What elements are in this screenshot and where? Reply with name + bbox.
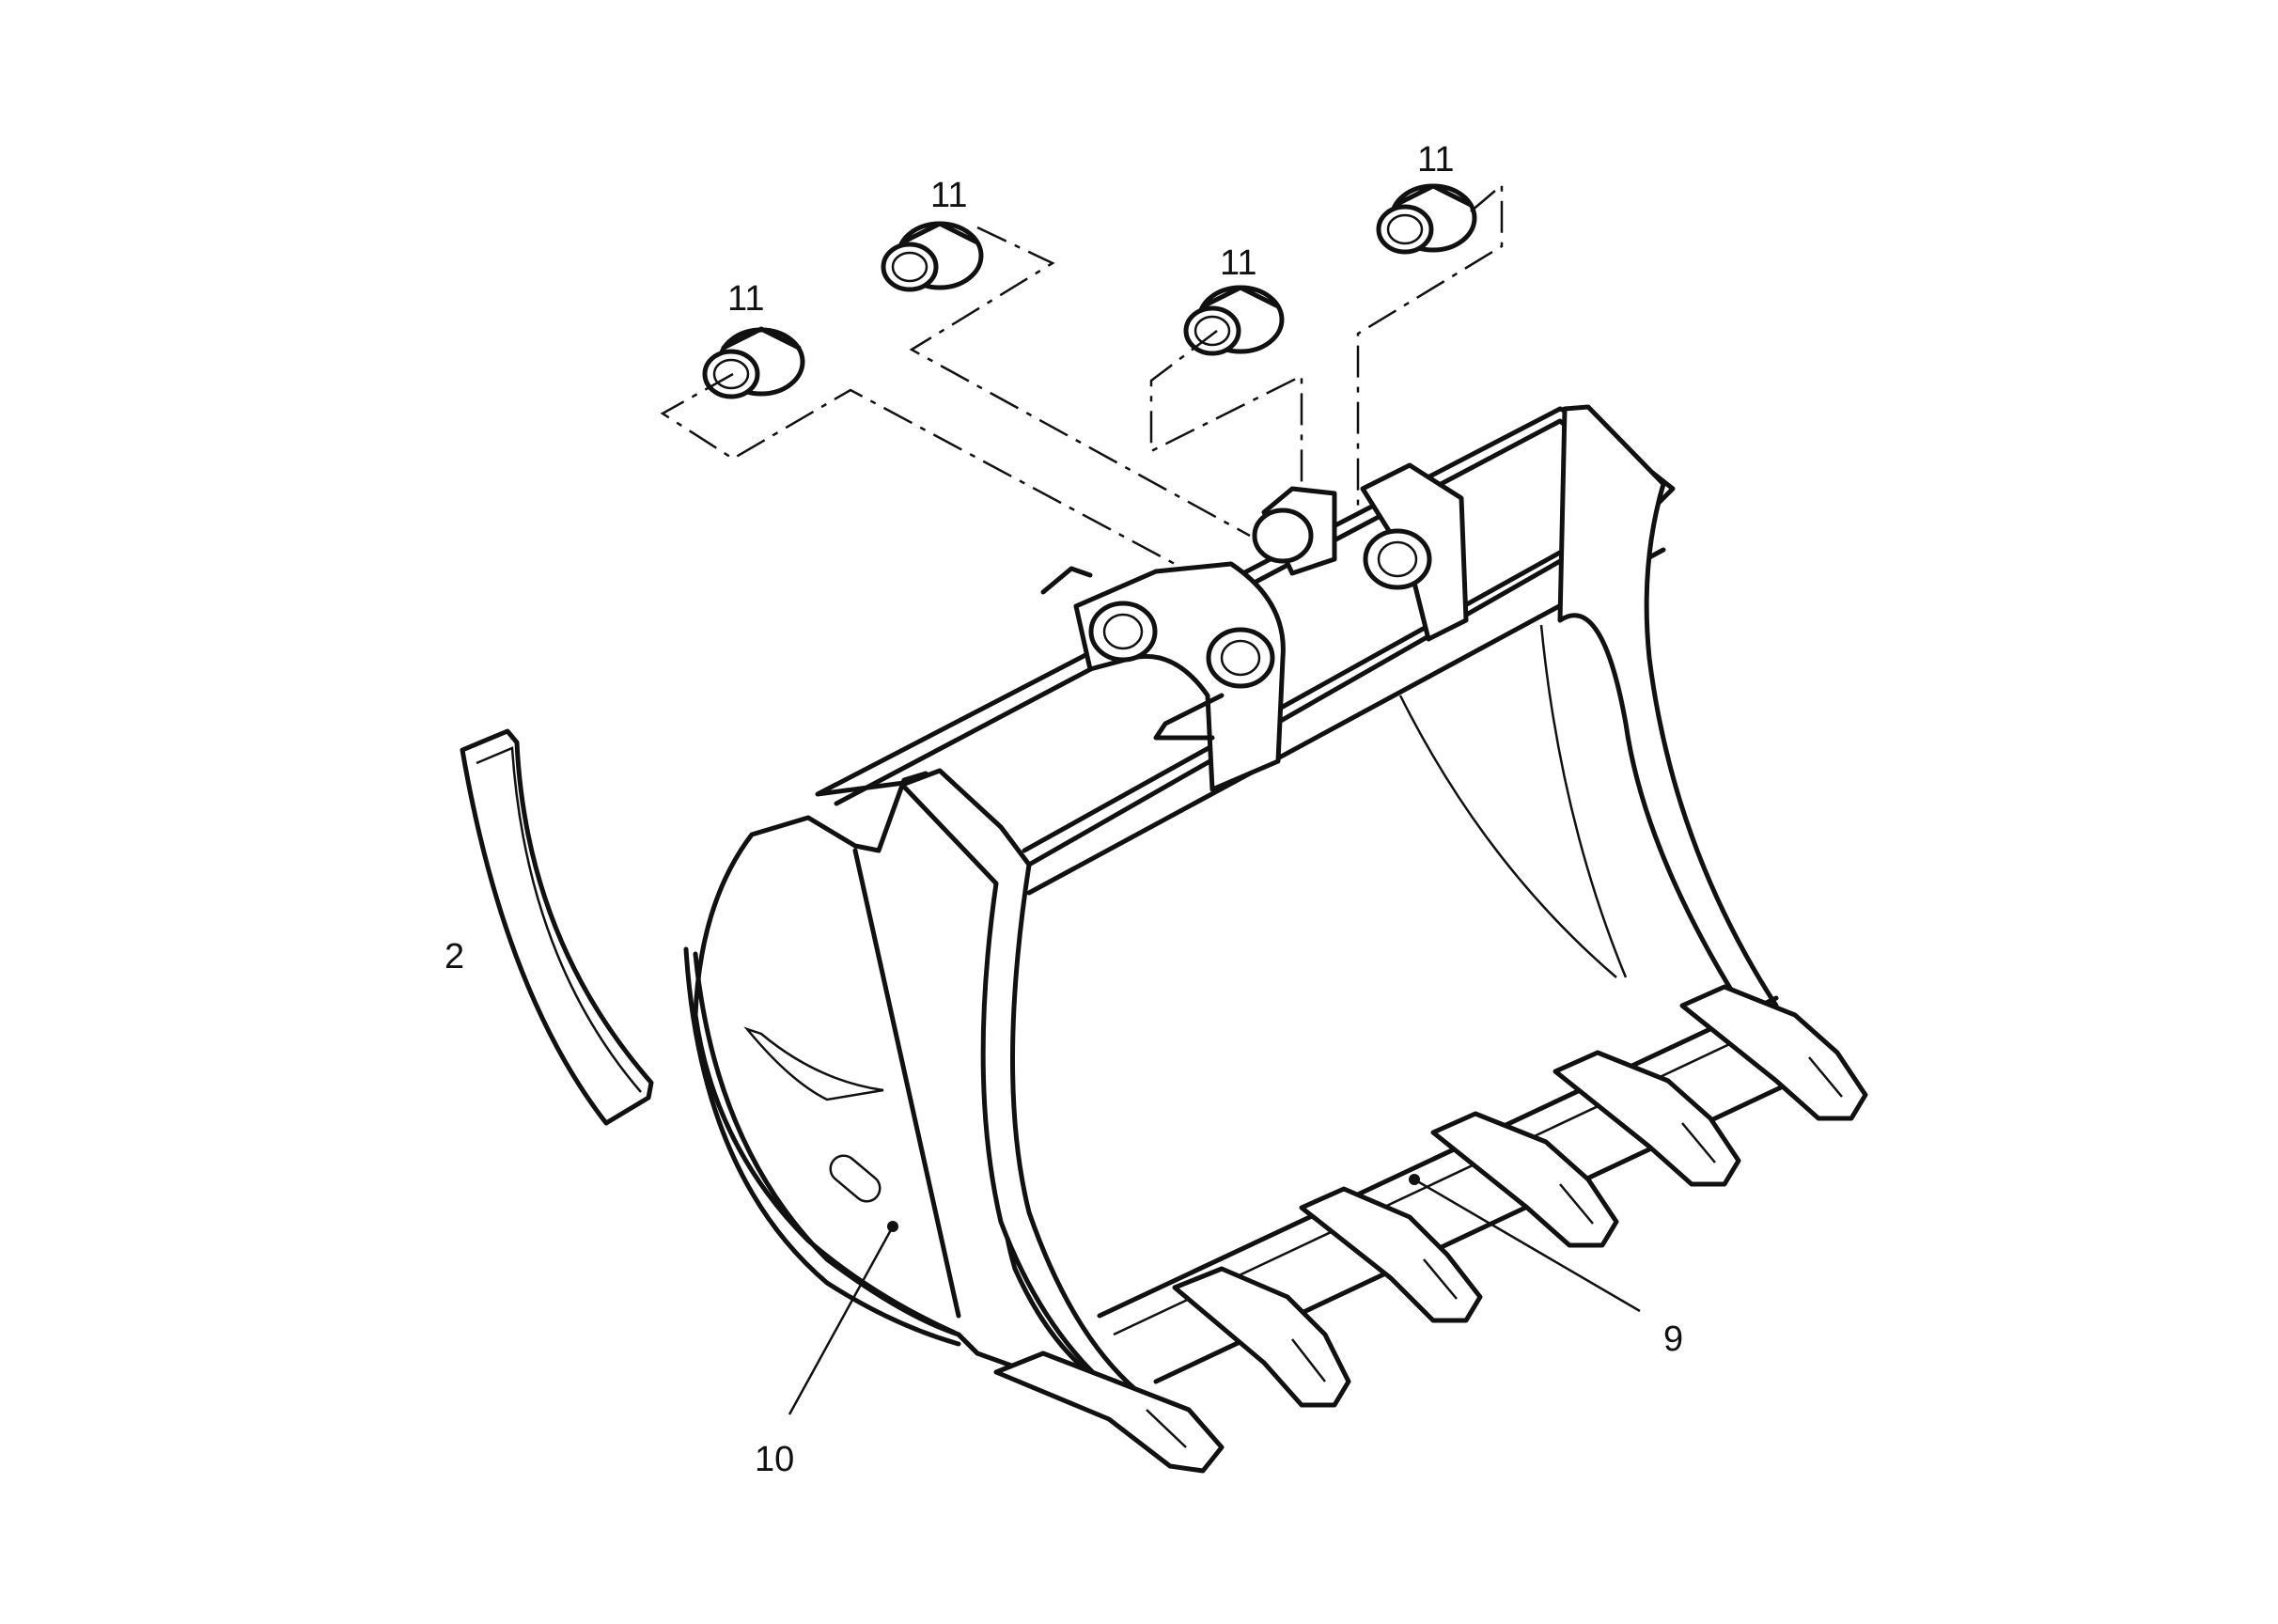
tooth-2	[1172, 1266, 1351, 1408]
callout-bushing-c: 11	[1220, 243, 1256, 283]
tooth-3	[1299, 1186, 1483, 1323]
bushing-c	[1183, 285, 1285, 356]
callout-bushing-b: 11	[930, 176, 967, 215]
callout-bushing-a: 11	[727, 279, 764, 319]
leader-lines	[788, 1174, 1641, 1415]
assembly-centerlines	[660, 182, 1504, 620]
bushing-b	[881, 221, 984, 292]
wear-strip	[460, 728, 654, 1126]
callout-side-cutter: 10	[755, 1440, 794, 1479]
bucket	[683, 404, 1868, 1474]
tooth-5	[1552, 1050, 1741, 1187]
callout-wear-strip: 2	[445, 937, 464, 976]
callout-teeth: 9	[1663, 1320, 1683, 1359]
tooth-1	[993, 1351, 1225, 1474]
callout-bushing-d: 11	[1417, 140, 1454, 180]
bushing-d	[1376, 183, 1477, 255]
tooth-6	[1679, 984, 1868, 1121]
bushing-a	[702, 326, 805, 399]
tooth-4	[1430, 1111, 1619, 1248]
